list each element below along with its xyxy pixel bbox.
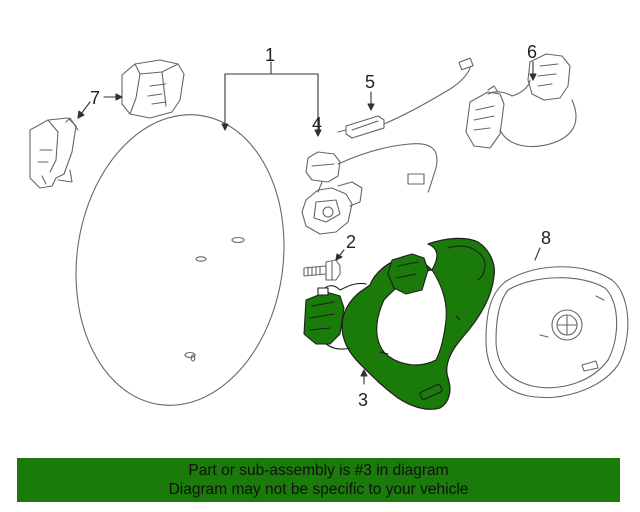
part-8-airbag [485, 266, 629, 399]
part-5-harness [337, 57, 474, 139]
callout-8: 8 [541, 228, 551, 248]
callout-7: 7 [90, 88, 100, 108]
callout-2: 2 [346, 232, 356, 252]
banner-line-2: Diagram may not be specific to your vehi… [168, 481, 469, 498]
leader-lines [77, 61, 541, 385]
part-6-switch [465, 53, 577, 149]
callout-5: 5 [365, 72, 375, 92]
info-banner: Part or sub-assembly is #3 in diagram Di… [17, 458, 620, 502]
part-7-switch [29, 59, 185, 189]
callout-6: 6 [527, 42, 537, 62]
part-2-bolt [303, 259, 341, 281]
part-3-trim-cover [303, 237, 495, 410]
part-4-cable [301, 143, 438, 235]
callout-3: 3 [358, 390, 368, 410]
banner-line-1: Part or sub-assembly is #3 in diagram [188, 462, 449, 479]
part-1-steering-wheel [75, 114, 285, 406]
callout-4: 4 [312, 114, 322, 134]
parts-diagram: 1 2 3 4 5 6 7 8 [29, 42, 629, 410]
callout-1: 1 [265, 45, 275, 65]
